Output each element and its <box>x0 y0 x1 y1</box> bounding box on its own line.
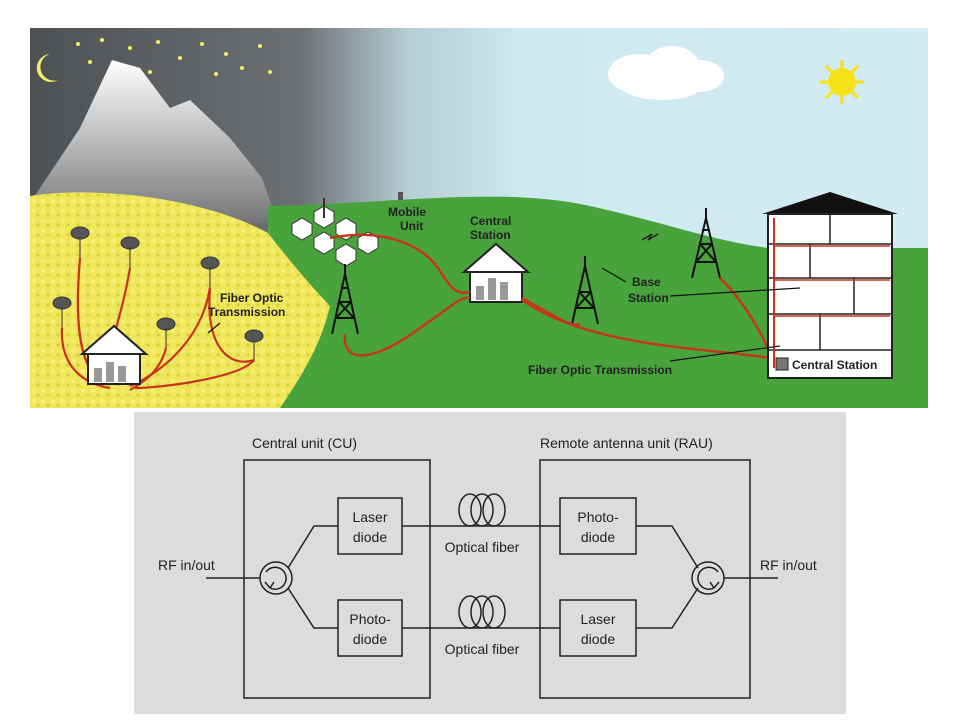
rau-top-block-label-1: Photo- <box>577 509 619 525</box>
base-station-label-2: Station <box>628 291 669 305</box>
rau-bottom-block-label-2: diode <box>581 631 615 647</box>
fiber-coil-top-icon <box>458 493 506 527</box>
satellite-dishes <box>52 226 264 362</box>
cloud-icon <box>608 46 724 100</box>
rau-circulator-icon <box>691 561 725 595</box>
rau-bottom-block-label-1: Laser <box>580 611 615 627</box>
central-station-mid-label-1: Central <box>470 214 511 228</box>
field-house-icon <box>79 324 149 385</box>
mobile-unit-label-1: Mobile <box>388 205 426 219</box>
central-station-mid-label-2: Station <box>470 228 511 242</box>
office-building <box>762 192 898 379</box>
central-station-building-label: Central Station <box>792 358 877 372</box>
rof-block-diagram: Central unit (CU) Remote antenna unit (R… <box>134 412 846 714</box>
moon-icon <box>36 54 58 82</box>
optical-fiber-bottom-label: Optical fiber <box>445 641 520 657</box>
rf-in-out-left-label: RF in/out <box>158 557 215 573</box>
central-unit-box <box>243 459 431 699</box>
fiber-optic-left-label-1: Fiber Optic <box>220 291 284 305</box>
mobile-unit-label-2: Unit <box>400 219 423 233</box>
green-hills <box>268 196 928 408</box>
remote-antenna-unit-box <box>539 459 751 699</box>
cellular-hex-cells <box>291 205 379 267</box>
base-station-tower-left <box>331 264 359 335</box>
base-station-label-1: Base <box>632 275 661 289</box>
central-station-house-icon <box>461 242 531 303</box>
cu-bottom-block-label-1: Photo- <box>349 611 391 627</box>
central-unit-label: Central unit (CU) <box>252 435 357 451</box>
cu-top-block-label-2: diode <box>353 529 387 545</box>
wireless-signal-icon <box>641 233 659 241</box>
base-station-tower-mid <box>571 256 599 325</box>
fiber-optic-bottom-label: Fiber Optic Transmission <box>528 363 672 377</box>
fiber-optic-left-label-2: Transmission <box>208 305 285 319</box>
cu-top-block-label-1: Laser <box>352 509 387 525</box>
rau-top-block-label-2: diode <box>581 529 615 545</box>
optical-fiber-top-label: Optical fiber <box>445 539 520 555</box>
sun-icon <box>820 60 864 104</box>
fiber-coil-bottom-icon <box>458 595 506 629</box>
cu-bottom-block-label-2: diode <box>353 631 387 647</box>
rf-in-out-right-label: RF in/out <box>760 557 817 573</box>
paper-background <box>134 412 846 714</box>
base-station-tower-right <box>691 208 721 279</box>
mountain <box>30 60 278 228</box>
rof-network-illustration: Fiber Optic Transmission Mobile Unit Cen… <box>30 28 928 408</box>
remote-antenna-unit-label: Remote antenna unit (RAU) <box>540 435 713 451</box>
label-pointers <box>207 267 801 362</box>
